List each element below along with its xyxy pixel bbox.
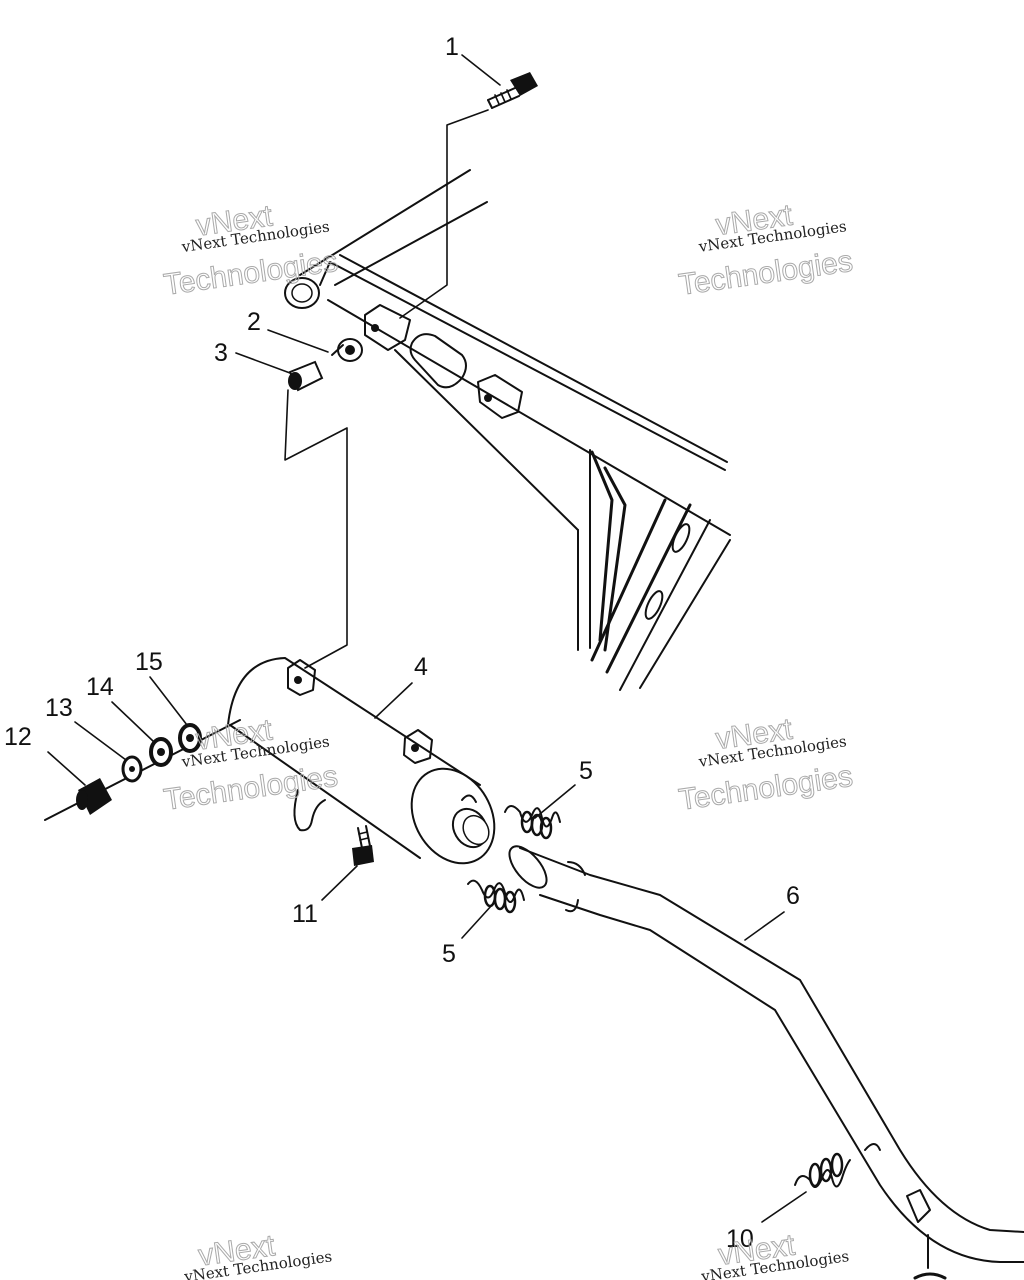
frame-assembly	[284, 169, 731, 691]
part-1-bolt	[487, 72, 538, 109]
part-2-spacer	[331, 338, 363, 362]
part-5-spring-lower	[467, 879, 525, 914]
label-14: 14	[86, 673, 114, 701]
leader-bushing-path	[284, 389, 348, 669]
part-10-spring	[794, 1152, 851, 1188]
part-14-lock-washer	[149, 737, 173, 767]
label-5-upper: 5	[579, 757, 593, 785]
leader-bolt-path	[399, 109, 489, 319]
label-10: 10	[726, 1225, 754, 1253]
label-4: 4	[414, 653, 428, 681]
leader-lines	[47, 54, 807, 1223]
part-6-exhaust-pipe	[508, 845, 1024, 1280]
frame-tube-end	[284, 277, 320, 309]
part-15-washer	[178, 723, 202, 753]
label-1: 1	[445, 33, 459, 61]
frame-bracket	[477, 374, 523, 419]
part-11-bolt	[352, 825, 374, 866]
part-3-bushing	[288, 360, 324, 392]
watermark-bottom-left: vNext vNext Technologies	[182, 1229, 333, 1280]
label-12: 12	[4, 723, 32, 751]
part-labels: 1 2 3 4 5 5 6 10 11 12 13 14 15	[4, 33, 800, 1253]
label-3: 3	[214, 339, 228, 367]
frame-bracket	[364, 304, 411, 351]
label-2: 2	[247, 308, 261, 336]
label-13: 13	[45, 694, 73, 722]
label-15: 15	[135, 648, 163, 676]
watermark-mid-right: vNext vNext Technologies Technologies	[676, 712, 855, 817]
watermark-bottom-right: vNext vNext Technologies	[699, 1228, 850, 1280]
part-12-nut	[76, 778, 112, 815]
label-6: 6	[786, 882, 800, 910]
part-4-muffler	[227, 657, 496, 865]
part-13-washer	[121, 755, 143, 783]
watermark-top-right: vNext vNext Technologies Technologies	[676, 198, 855, 302]
part-5-spring-upper	[504, 805, 561, 840]
label-11: 11	[292, 900, 318, 928]
label-5-lower: 5	[442, 940, 456, 968]
watermark-mid-left: vNext vNext Technologies Technologies	[161, 713, 340, 817]
